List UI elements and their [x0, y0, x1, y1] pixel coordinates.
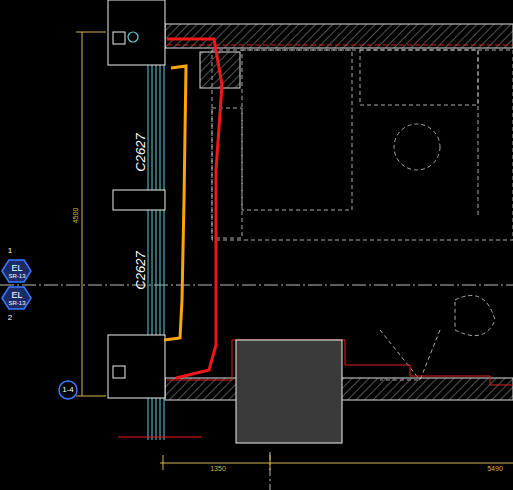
grid-bubble: 1-4 [58, 380, 78, 400]
markup-line [118, 436, 202, 437]
dimension-text: 1350 [210, 465, 226, 472]
dimension-line [76, 32, 513, 470]
node-text: EL [11, 264, 22, 273]
node-text: SR-13 [8, 300, 25, 306]
filled-block [236, 340, 342, 443]
node-text: EL [11, 291, 22, 300]
markup-line [164, 66, 186, 340]
dimension-text: 4500 [72, 207, 79, 223]
pipe-symbol [128, 32, 138, 42]
node-text: 1-4 [62, 386, 74, 394]
axis-line [270, 452, 271, 490]
wall-band [165, 24, 513, 48]
furniture [212, 50, 513, 380]
node-text: SR-13 [8, 273, 25, 279]
markup-line [167, 39, 222, 378]
section-marker: ELSR-13 [1, 286, 32, 310]
finish-line [167, 45, 513, 46]
window-tag: C2627 [134, 133, 147, 171]
axis-line [0, 285, 513, 286]
window-tag: C2627 [134, 251, 147, 289]
section-number: 2 [8, 314, 12, 322]
section-number: 1 [8, 247, 12, 255]
dimension-text: 5490 [487, 465, 503, 472]
section-marker: ELSR-13 [1, 259, 32, 283]
wall-block [108, 0, 165, 398]
